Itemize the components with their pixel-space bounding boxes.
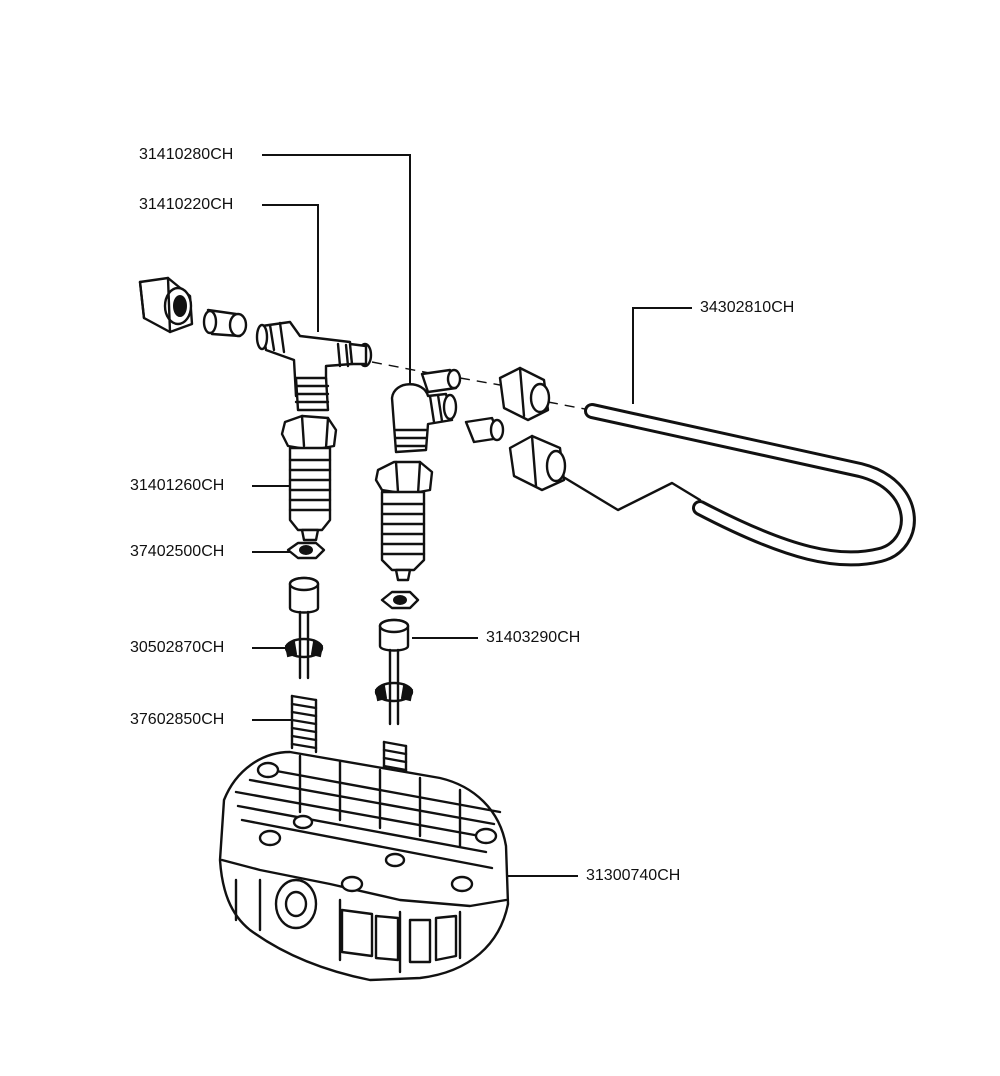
spring-37602850CH [290, 694, 318, 754]
label-37402500CH: 37402500CH [130, 543, 225, 560]
cap-nut-upper-right [498, 366, 551, 422]
cylinder-head-31300740CH [218, 750, 510, 982]
label-31300740CH: 31300740CH [586, 867, 681, 884]
tube-34302810CH [563, 403, 916, 567]
sleeve-right [464, 416, 505, 444]
valve-piston-left [288, 576, 320, 680]
washer-37402500CH [286, 541, 326, 560]
clip-right [374, 681, 414, 703]
washer-right [380, 590, 420, 610]
leader-34302810CH [632, 307, 692, 404]
valve-body-31401260CH [280, 414, 338, 542]
label-37602850CH: 37602850CH [130, 711, 225, 728]
valve-piston-31403290CH [378, 618, 410, 726]
valve-body-right [374, 460, 434, 582]
label-31403290CH: 31403290CH [486, 629, 581, 646]
label-30502870CH: 30502870CH [130, 639, 225, 656]
clip-30502870CH [284, 637, 324, 659]
label-31401260CH: 31401260CH [130, 477, 225, 494]
leader-lines [252, 154, 692, 877]
elbow-fitting-31410280CH [390, 368, 462, 454]
cap-nut-left [138, 276, 194, 334]
label-34302810CH: 34302810CH [700, 299, 795, 316]
sleeve-left [202, 308, 248, 338]
cap-nut-lower-right [508, 434, 567, 492]
tee-fitting-31410220CH [255, 320, 373, 412]
label-31410280CH: 31410280CH [139, 146, 234, 163]
label-31410220CH: 31410220CH [139, 196, 234, 213]
leader-31410220CH [262, 204, 319, 332]
leader-31410280CH [262, 154, 411, 392]
